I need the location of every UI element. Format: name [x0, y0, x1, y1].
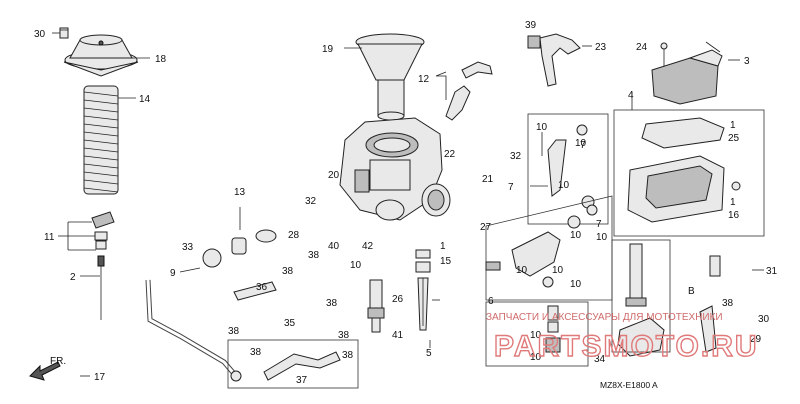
label-2: 2: [70, 272, 76, 283]
vacuum-spring: [83, 85, 119, 195]
label-40: 40: [328, 241, 340, 252]
label-42: 42: [362, 241, 374, 252]
float-chamber-box: [613, 109, 765, 237]
label-36: 36: [256, 282, 268, 293]
label-12: 12: [418, 74, 430, 85]
label-1c: 1: [440, 241, 446, 252]
label-38c: 38: [228, 326, 240, 337]
label-B: B: [688, 286, 695, 297]
label-38h: 38: [722, 298, 734, 309]
label-38a: 38: [308, 250, 320, 261]
front-arrow-icon: FR.: [29, 356, 66, 381]
label-25: 25: [728, 133, 740, 144]
label-23: 23: [595, 42, 607, 53]
label-33: 33: [182, 242, 194, 253]
idle-screw-parts: [545, 305, 561, 353]
needle-holder-set: [91, 211, 115, 320]
label-38g: 38: [342, 350, 354, 361]
label-29: 29: [750, 334, 762, 345]
hose-23: [527, 33, 581, 87]
watermark-text: ЗАПЧАСТИ И АКСЕССУАРЫ ДЛЯ МОТОТЕХНИКИ: [486, 312, 723, 323]
label-22: 22: [444, 149, 456, 160]
label-10h: 10: [552, 265, 564, 276]
label-3: 3: [744, 56, 750, 67]
label-10j: 10: [530, 330, 542, 341]
label-10k: 10: [530, 352, 542, 363]
label-4: 4: [628, 90, 634, 101]
label-10c: 10: [558, 180, 570, 191]
leader-lines: [52, 32, 764, 377]
label-5: 5: [426, 348, 432, 359]
label-15: 15: [440, 256, 452, 267]
label-26: 26: [392, 294, 404, 305]
hose-37-box: [227, 339, 359, 389]
screw-30: [59, 27, 69, 39]
jet-needle-set: [415, 249, 431, 331]
label-16: 16: [728, 210, 740, 221]
label-38e: 38: [338, 330, 350, 341]
label-31: 31: [766, 266, 778, 277]
fuel-valve-parts: [617, 243, 721, 357]
label-14: 14: [139, 94, 151, 105]
label-1a: 1: [730, 120, 736, 131]
hose-12: [445, 61, 493, 121]
label-10b: 10: [575, 138, 587, 149]
fr-label: FR.: [50, 356, 66, 367]
float-chamber: [627, 117, 741, 223]
label-11: 11: [44, 232, 55, 243]
label-34: 34: [594, 354, 606, 365]
diaphragm-19: [355, 33, 425, 121]
main-jet-26: [367, 279, 385, 333]
label-18: 18: [155, 54, 167, 65]
label-10e: 10: [596, 232, 608, 243]
watermark-logo: PARTSMOTO.RU: [494, 330, 759, 363]
label-10d: 10: [350, 260, 362, 271]
label-10f: 10: [570, 230, 582, 241]
hose-37: [263, 351, 341, 381]
label-35: 35: [284, 318, 296, 329]
label-10a: 10: [536, 122, 548, 133]
idle-screw-box: [485, 301, 589, 367]
label-19: 19: [322, 44, 334, 55]
label-41: 41: [392, 330, 404, 341]
diagram-code: MZ8X-E1800 A: [600, 380, 658, 390]
label-38d: 38: [326, 298, 338, 309]
label-24: 24: [636, 42, 648, 53]
label-7b: 7: [580, 140, 586, 151]
label-32a: 32: [510, 151, 522, 162]
label-6: 6: [488, 296, 494, 307]
carburetor-top-cap: [63, 34, 139, 77]
label-13: 13: [234, 187, 246, 198]
label-28: 28: [288, 230, 300, 241]
label-30: 30: [34, 29, 46, 40]
accelerator-pump-parts: [202, 229, 277, 301]
label-17: 17: [94, 372, 106, 383]
fuel-valve-box: [611, 239, 671, 353]
label-27: 27: [480, 222, 492, 233]
label-7c: 7: [596, 219, 602, 230]
watermark: ЗАПЧАСТИ И АКСЕССУАРЫ ДЛЯ МОТОТЕХНИКИ PA…: [486, 312, 759, 364]
label-39: 39: [525, 20, 537, 31]
label-38f: 38: [250, 347, 262, 358]
label-32b: 32: [305, 196, 317, 207]
label-21: 21: [482, 174, 494, 185]
label-37: 37: [296, 375, 308, 386]
label-9: 9: [170, 268, 176, 279]
label-10g: 10: [516, 265, 528, 276]
label-30b: 30: [758, 314, 770, 325]
choke-linkage: [541, 124, 595, 209]
label-20: 20: [328, 170, 340, 181]
label-10i: 10: [570, 279, 582, 290]
carburetor-body: [339, 117, 451, 221]
part-labels: 30 18 14 11 2 17 19 12 39 23 24 3 4 1 25…: [34, 20, 778, 386]
label-7a: 7: [508, 182, 514, 193]
throttle-lever: [485, 204, 598, 288]
label-38b: 38: [282, 266, 294, 277]
float-24: [651, 41, 723, 105]
label-1b: 1: [730, 197, 736, 208]
